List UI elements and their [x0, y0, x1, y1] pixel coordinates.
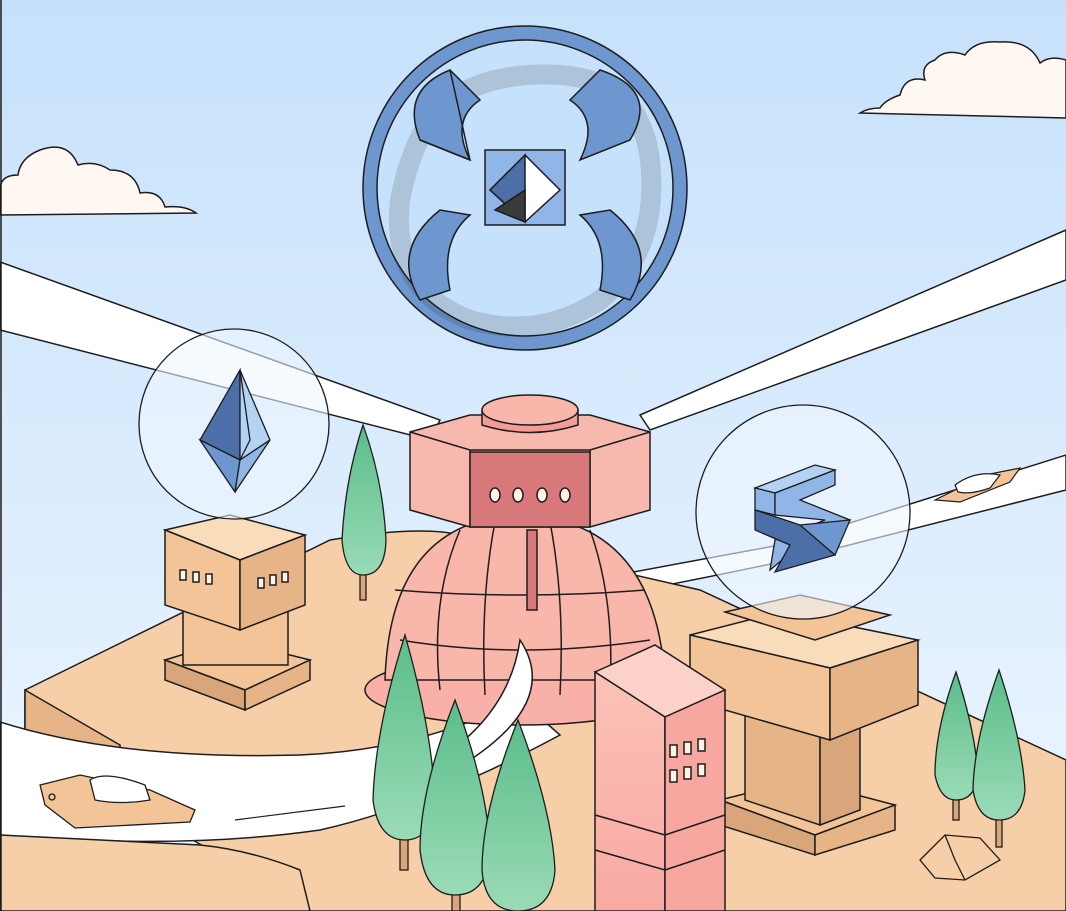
- tree-center-3: [481, 718, 556, 911]
- rock: [919, 834, 1002, 881]
- beam-right-upper: [638, 229, 1066, 431]
- car-ground: [39, 774, 196, 829]
- central-tower: [409, 394, 651, 528]
- tree-right-2: [972, 667, 1026, 848]
- tree-center-1: [372, 632, 436, 871]
- cloud-left: [0, 146, 199, 216]
- pink-building: [593, 644, 727, 911]
- car-sky: [932, 467, 1022, 503]
- cloud-right: [857, 41, 1066, 119]
- x-ring-icon: [362, 25, 688, 351]
- ethereum-icon: [198, 367, 271, 494]
- tree-center-2: [419, 698, 491, 911]
- left-pedestal: [162, 514, 313, 712]
- tree-left-back: [341, 423, 387, 601]
- chevron-token-icon: [752, 464, 852, 574]
- right-pedestal: [689, 594, 921, 857]
- tree-right-1: [934, 670, 979, 821]
